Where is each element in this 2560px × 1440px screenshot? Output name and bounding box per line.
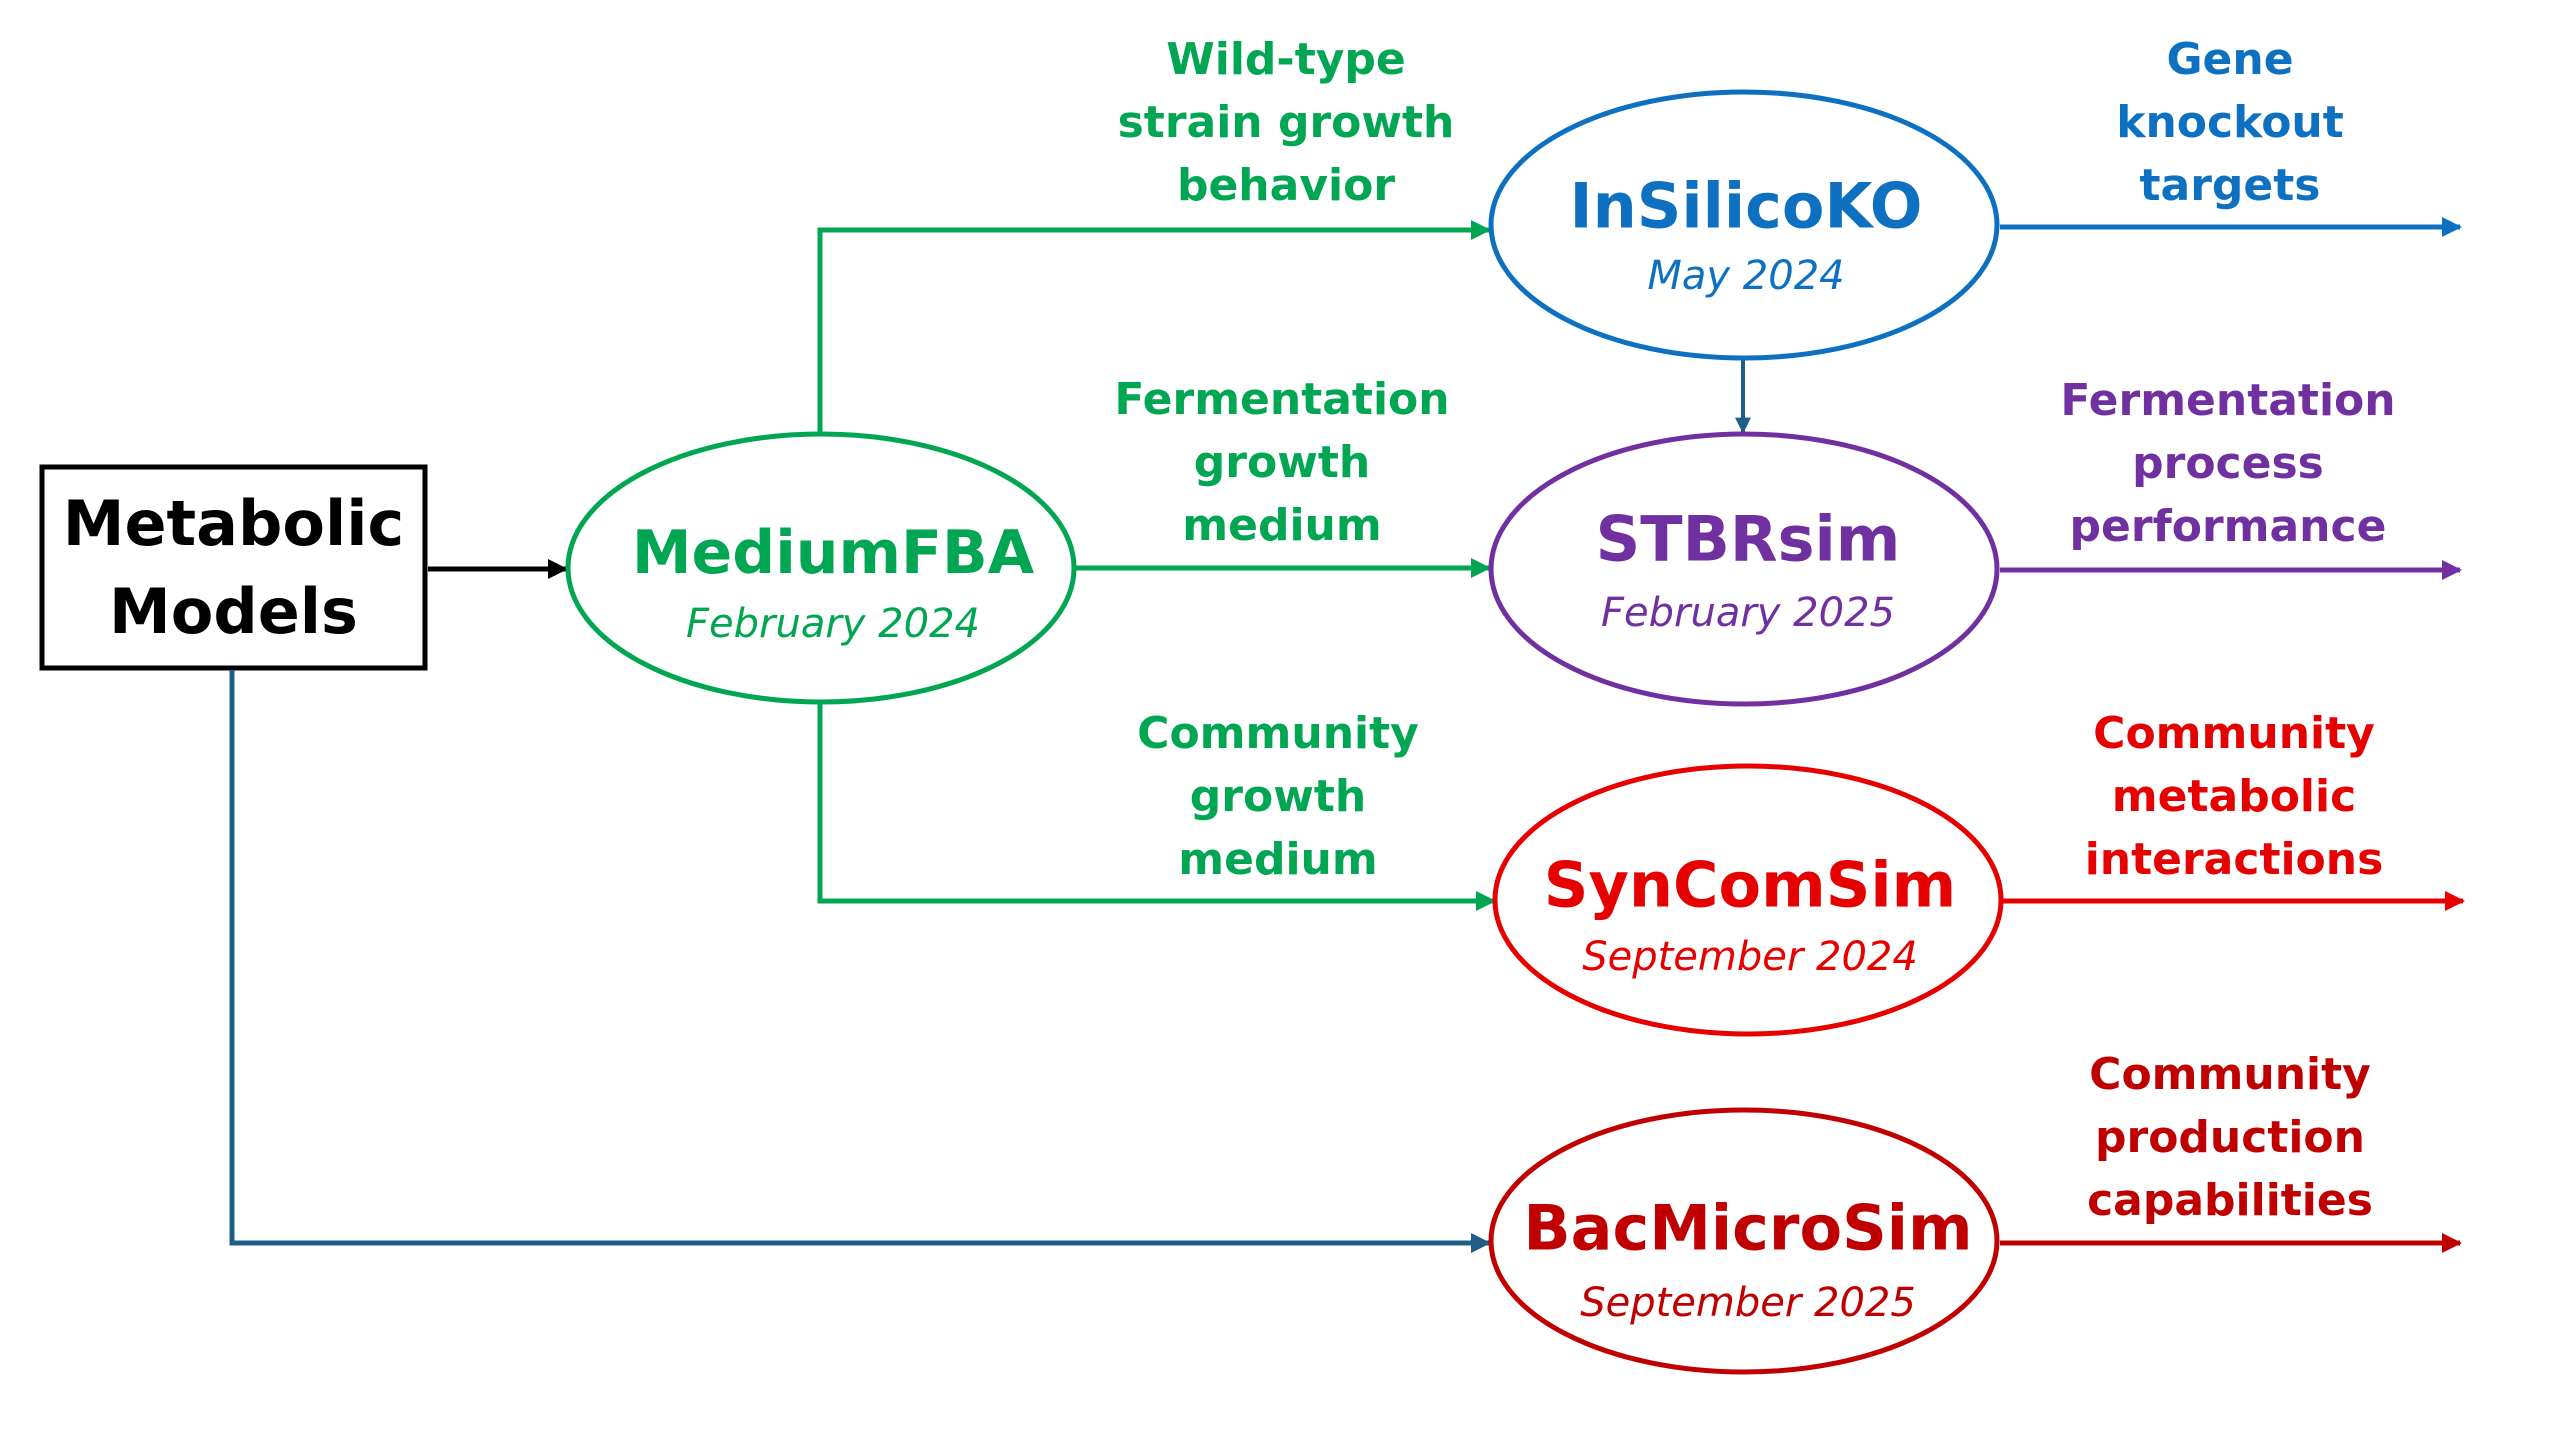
edge-mediumfba-to-insilicoko [817, 220, 1491, 434]
label-line: growth [1189, 771, 1367, 822]
stbrsim-title: STBRsim [1595, 502, 1901, 576]
label-line: medium [1178, 834, 1378, 885]
node-bacmicrosim [1488, 1107, 2000, 1375]
label-line: performance [2069, 501, 2387, 552]
edge-mediumfba-to-syncomsim [817, 703, 1496, 911]
label-line: metabolic [2111, 771, 2357, 822]
mediumfba-date: February 2024 [686, 601, 980, 647]
metabolic-models-line-2: Models [109, 574, 358, 648]
label-line: Wild-type [1166, 34, 1406, 85]
label-line: targets [2139, 160, 2321, 211]
label-line: growth [1193, 437, 1371, 488]
output-gene-knockout-targets: Gene knockout targets [2116, 28, 2344, 217]
stbrsim-date: February 2025 [1601, 590, 1895, 636]
bacmicrosim-date: September 2025 [1580, 1280, 1916, 1326]
syncomsim-date: September 2024 [1582, 934, 1918, 980]
label-line: production [2094, 1112, 2365, 1163]
label-line: Community [2093, 708, 2375, 759]
label-line: Community [2089, 1049, 2371, 1100]
label-line: behavior [1176, 160, 1396, 211]
label-line: Fermentation [2060, 375, 2396, 426]
label-fermentation-medium: Fermentation growth medium [1114, 368, 1449, 557]
label-line: capabilities [2087, 1175, 2373, 1226]
insilicoko-date: May 2024 [1647, 253, 1845, 299]
label-line: strain growth [1117, 97, 1455, 148]
label-wildtype-growth: Wild-type strain growth behavior [1118, 28, 1455, 217]
bacmicrosim-title: BacMicroSim [1523, 1191, 1973, 1265]
label-line: Fermentation [1114, 374, 1450, 425]
metabolic-models-label: Metabolic Models [42, 467, 425, 668]
node-syncomsim [1492, 763, 2004, 1037]
metabolic-models-box [39, 464, 428, 671]
node-stbrsim [1488, 431, 2000, 707]
insilicoko-title: InSilicoKO [1569, 169, 1923, 243]
mediumfba-title: MediumFBA [631, 518, 1035, 588]
syncomsim-title: SynComSim [1543, 848, 1957, 922]
label-line: interactions [2084, 834, 2384, 885]
label-line: Gene [2166, 34, 2294, 85]
node-insilicoko [1488, 89, 2000, 361]
label-line: medium [1182, 500, 1382, 551]
label-line: process [2132, 438, 2324, 489]
label-line: Community [1137, 708, 1419, 759]
metabolic-models-line-1: Metabolic [62, 486, 405, 560]
label-community-medium: Community growth medium [1137, 702, 1419, 891]
output-community-interactions: Community metabolic interactions [2085, 702, 2384, 891]
output-community-production: Community production capabilities [2087, 1043, 2373, 1232]
output-fermentation-performance: Fermentation process performance [2060, 369, 2395, 558]
label-line: knockout [2116, 97, 2344, 148]
edge-models-to-bacmicrosim [229, 670, 1491, 1253]
node-mediumfba [565, 431, 1077, 705]
